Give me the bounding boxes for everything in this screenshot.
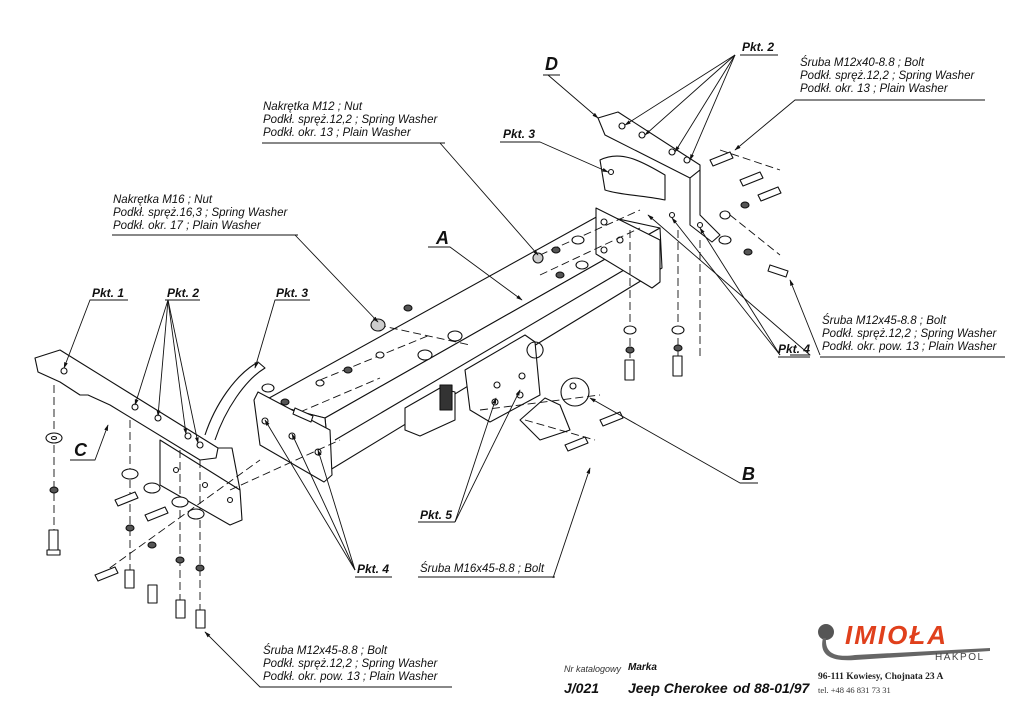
callout-line: Śruba M12x40-8.8 ; Bolt [800, 57, 925, 69]
callout-line: Nakrętka M16 ; Nut [113, 194, 213, 206]
point-label-pkt5: Pkt. 5 [420, 508, 453, 522]
company-logo: IMIOŁA HAKPOL [815, 618, 995, 664]
point-label-pkt1: Pkt. 1 [92, 286, 125, 300]
logo-wordmark: IMIOŁA [845, 620, 948, 650]
leader-lines [63, 54, 1005, 688]
callout-nut-m12: Nakrętka M12 ; Nut Podkł. spręż.12,2 ; S… [263, 101, 437, 140]
part-label-d: D [545, 54, 558, 74]
point-label-pkt3-left: Pkt. 3 [276, 286, 309, 300]
point-label-pkt4-bottom: Pkt. 4 [357, 562, 390, 576]
company-phone: tel. +48 46 831 73 31 [818, 685, 891, 695]
hardware-fasteners [45, 151, 789, 629]
tow-hook-logo-icon [818, 624, 990, 661]
callout-line: Podkł. okr. pow. 13 ; Plain Washer [263, 671, 438, 683]
logo-subtitle: HAKPOL [935, 652, 985, 663]
callout-line: Podkł. spręż.12,2 ; Spring Washer [822, 328, 997, 340]
callout-line: Podkł. spręż.12,2 ; Spring Washer [263, 114, 438, 126]
part-label-b: B [742, 464, 755, 484]
catalog-number: J/021 [564, 680, 600, 696]
callout-bolt-m16x45: Śruba M16x45-8.8 ; Bolt [420, 563, 544, 576]
callout-bolt-m12x45-bottom: Śruba M12x45-8.8 ; Bolt Podkł. spręż.12,… [263, 645, 438, 684]
vehicle-model: Jeep Cherokee [628, 680, 728, 696]
callout-line: Podkł. spręż.16,3 ; Spring Washer [113, 207, 288, 219]
callout-line: Podkł. spręż.12,2 ; Spring Washer [263, 658, 438, 670]
part-label-c: C [74, 440, 87, 460]
point-label-pkt2-right: Pkt. 2 [742, 40, 775, 54]
left-bracket-c [34, 349, 266, 526]
callout-line: Śruba M12x45-8.8 ; Bolt [263, 645, 388, 657]
callout-line: Podkł. okr. 13 ; Plain Washer [800, 83, 948, 95]
brand-label: Marka [628, 662, 657, 673]
callout-nut-m16: Nakrętka M16 ; Nut Podkł. spręż.16,3 ; S… [113, 194, 287, 233]
assembly-axes [53, 149, 781, 620]
callout-line: Podkł. okr. pow. 13 ; Plain Washer [822, 341, 997, 353]
callout-line: Podkł. spręż.12,2 ; Spring Washer [800, 70, 975, 82]
callout-line: Podkł. okr. 17 ; Plain Washer [113, 220, 261, 232]
callout-line: Śruba M12x45-8.8 ; Bolt [822, 315, 947, 327]
tow-ball-mount-plate [404, 334, 544, 437]
point-label-pkt3-right: Pkt. 3 [503, 127, 536, 141]
catalog-number-label: Nr katalogowy [564, 664, 622, 674]
part-label-a: A [436, 228, 449, 248]
callout-line: Podkł. okr. 13 ; Plain Washer [263, 127, 411, 139]
company-address: 96-111 Kowiesy, Chojnata 23 A [818, 672, 944, 682]
production-years: od 88-01/97 [733, 680, 810, 696]
callout-line: Nakrętka M12 ; Nut [263, 101, 363, 113]
callout-bolt-m12x40: Śruba M12x40-8.8 ; Bolt Podkł. spręż.12,… [800, 57, 974, 96]
point-label-pkt2-left: Pkt. 2 [167, 286, 200, 300]
callout-bolt-m12x45-right: Śruba M12x45-8.8 ; Bolt Podkł. spręż.12,… [822, 315, 997, 354]
point-label-pkt4-right: Pkt. 4 [778, 342, 811, 356]
callout-line: Śruba M16x45-8.8 ; Bolt [420, 563, 545, 575]
